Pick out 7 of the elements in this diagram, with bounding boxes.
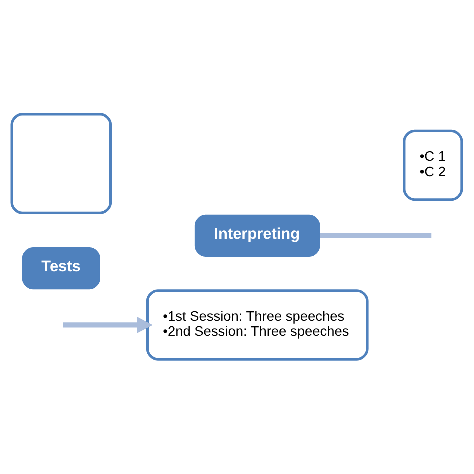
arrow (63, 316, 153, 334)
connector (320, 233, 432, 238)
node-box: Tests (22, 248, 100, 290)
node-box (10, 113, 112, 214)
node-box: •1st Session: Three speeches •2nd Session: Three speeches (146, 290, 369, 361)
node-box: •C 1 •C 2 (403, 130, 464, 202)
node-box: Interpreting (194, 214, 320, 257)
